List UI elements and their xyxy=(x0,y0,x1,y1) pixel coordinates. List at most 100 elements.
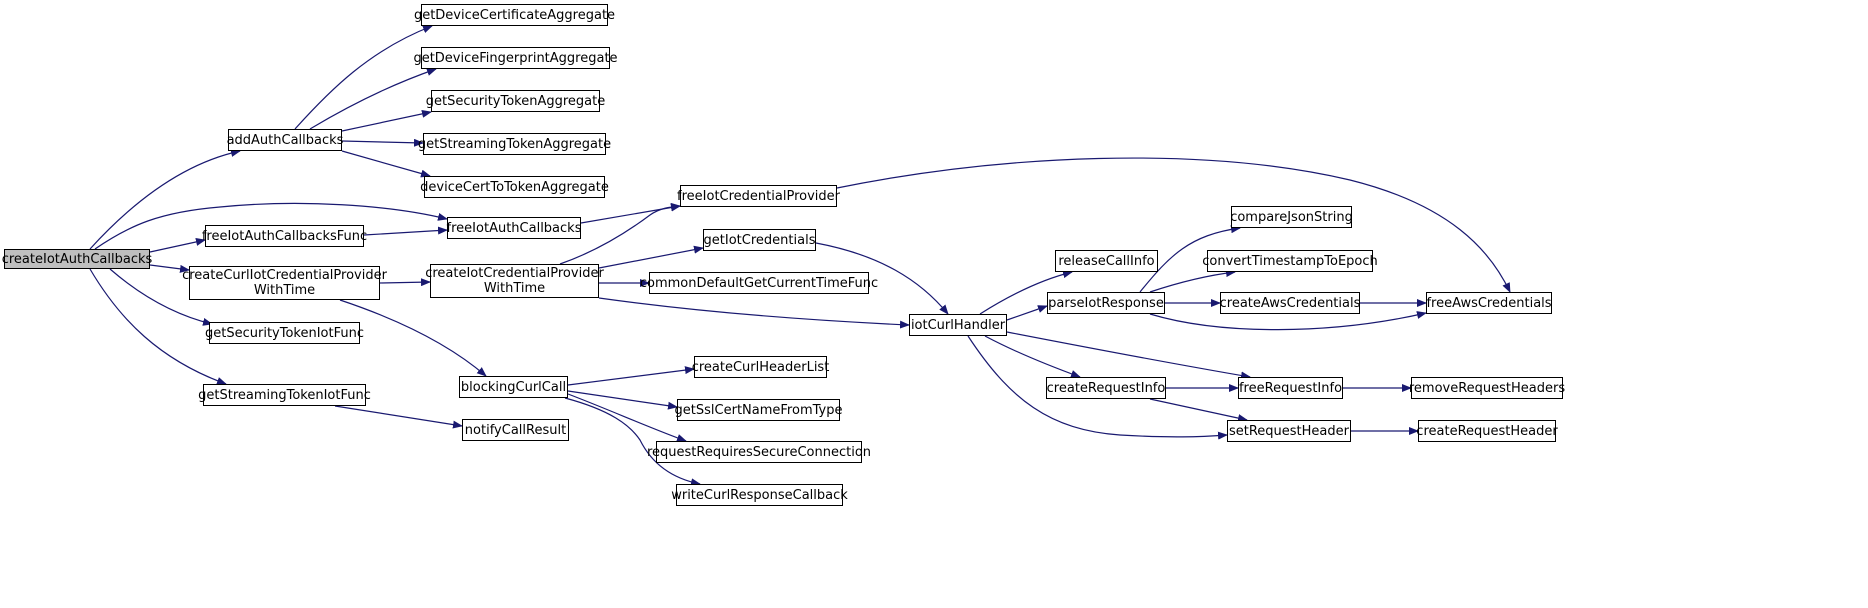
edge-createIotAuthCallbacks-to-getStreamingTokenIotFunc xyxy=(89,268,227,385)
node-createRequestInfo[interactable]: createRequestInfo xyxy=(1046,377,1166,399)
node-label: notifyCallResult xyxy=(464,422,567,438)
node-label-line2: WithTime xyxy=(483,281,546,296)
node-label: createRequestInfo xyxy=(1046,380,1166,396)
node-label: iotCurlHandler xyxy=(910,317,1006,333)
node-getDeviceCertificateAggregate[interactable]: getDeviceCertificateAggregate xyxy=(414,4,615,26)
node-getStreamingTokenIotFunc[interactable]: getStreamingTokenIotFunc xyxy=(198,384,371,406)
edge-addAuthCallbacks-to-getDeviceFingerprintAggregate xyxy=(309,68,437,130)
edge-blockingCurlCall-to-getSslCertNameFromType xyxy=(567,390,678,410)
node-label: getDeviceFingerprintAggregate xyxy=(413,50,618,66)
edge-createIotAuthCallbacks-to-addAuthCallbacks xyxy=(89,149,241,250)
node-freeRequestInfo[interactable]: freeRequestInfo xyxy=(1238,377,1343,399)
node-label: createIotCredentialProvider xyxy=(425,266,604,281)
node-freeIotAuthCallbacks[interactable]: freeIotAuthCallbacks xyxy=(447,217,581,239)
node-getSecurityTokenIotFunc[interactable]: getSecurityTokenIotFunc xyxy=(205,322,364,344)
edge-addAuthCallbacks-to-getSecurityTokenAggregate xyxy=(341,109,432,132)
edge-createIotAuthCallbacks-to-createCurlIotCredentialProviderWithTime xyxy=(149,264,190,273)
node-notifyCallResult[interactable]: notifyCallResult xyxy=(462,419,569,441)
edge-parseIotResponse-to-freeAwsCredentials xyxy=(1149,311,1427,331)
edge-iotCurlHandler-to-freeRequestInfo xyxy=(1006,331,1251,380)
edge-parseIotResponse-to-compareJsonString xyxy=(1139,225,1241,293)
node-setRequestHeader[interactable]: setRequestHeader xyxy=(1227,420,1351,442)
node-label: freeAwsCredentials xyxy=(1426,295,1552,311)
node-label: setRequestHeader xyxy=(1228,423,1349,439)
node-writeCurlResponseCallback[interactable]: writeCurlResponseCallback xyxy=(671,484,848,506)
node-removeRequestHeaders[interactable]: removeRequestHeaders xyxy=(1408,377,1566,399)
node-label-line2: WithTime xyxy=(253,283,316,298)
edge-createRequestInfo-to-setRequestHeader xyxy=(1149,398,1248,423)
node-iotCurlHandler[interactable]: iotCurlHandler xyxy=(909,314,1007,336)
node-label: getStreamingTokenAggregate xyxy=(417,136,612,152)
node-createIotAuthCallbacks[interactable]: createIotAuthCallbacks xyxy=(1,249,153,269)
node-getIotCredentials[interactable]: getIotCredentials xyxy=(703,229,816,251)
node-label: getIotCredentials xyxy=(703,232,816,248)
node-label: createIotAuthCallbacks xyxy=(1,251,153,267)
node-getDeviceFingerprintAggregate[interactable]: getDeviceFingerprintAggregate xyxy=(413,47,618,69)
node-label: deviceCertToTokenAggregate xyxy=(420,179,609,195)
node-freeAwsCredentials[interactable]: freeAwsCredentials xyxy=(1426,292,1552,314)
node-label: createRequestHeader xyxy=(1416,423,1558,439)
edge-createIotCredentialProviderWithTime-to-freeIotCredentialProvider xyxy=(559,202,681,265)
node-label: blockingCurlCall xyxy=(460,379,567,395)
edge-freeIotAuthCallbacksFunc-to-freeIotAuthCallbacks xyxy=(363,226,448,236)
edge-iotCurlHandler-to-releaseCallInfo xyxy=(979,270,1073,315)
node-label: compareJsonString xyxy=(1230,209,1353,225)
edge-iotCurlHandler-to-setRequestHeader xyxy=(967,335,1228,440)
node-releaseCallInfo[interactable]: releaseCallInfo xyxy=(1055,250,1158,272)
node-createAwsCredentials[interactable]: createAwsCredentials xyxy=(1220,292,1360,314)
edge-getIotCredentials-to-iotCurlHandler xyxy=(815,242,949,315)
node-freeIotAuthCallbacksFunc[interactable]: freeIotAuthCallbacksFunc xyxy=(201,225,368,247)
node-freeIotCredentialProvider[interactable]: freeIotCredentialProvider xyxy=(677,185,840,207)
node-label: getDeviceCertificateAggregate xyxy=(413,7,616,23)
node-label: freeIotAuthCallbacksFunc xyxy=(201,228,368,244)
node-createRequestHeader[interactable]: createRequestHeader xyxy=(1416,420,1558,442)
edge-iotCurlHandler-to-parseIotResponse xyxy=(1006,305,1048,321)
node-convertTimestampToEpoch[interactable]: convertTimestampToEpoch xyxy=(1202,250,1378,272)
node-compareJsonString[interactable]: compareJsonString xyxy=(1230,206,1353,228)
edge-blockingCurlCall-to-writeCurlResponseCallback xyxy=(564,397,701,487)
node-label: commonDefaultGetCurrentTimeFunc xyxy=(639,275,879,291)
node-label: removeRequestHeaders xyxy=(1408,380,1566,396)
edge-blockingCurlCall-to-requestRequiresSecureConnection xyxy=(567,393,687,442)
node-getSslCertNameFromType[interactable]: getSslCertNameFromType xyxy=(674,399,843,421)
edge-createCurlIotCredentialProviderWithTime-to-createIotCredentialProviderWithTime xyxy=(379,278,431,287)
node-createCurlHeaderList[interactable]: createCurlHeaderList xyxy=(691,356,830,378)
node-label: getSecurityTokenIotFunc xyxy=(205,325,364,341)
edge-createIotAuthCallbacks-to-freeIotAuthCallbacks xyxy=(94,202,448,250)
node-addAuthCallbacks[interactable]: addAuthCallbacks xyxy=(226,129,344,151)
edge-createIotCredentialProviderWithTime-to-iotCurlHandler xyxy=(598,297,910,329)
edge-addAuthCallbacks-to-deviceCertToTokenAggregate xyxy=(341,150,431,178)
edge-createIotCredentialProviderWithTime-to-getIotCredentials xyxy=(598,245,704,269)
node-label: writeCurlResponseCallback xyxy=(671,487,848,503)
edge-createCurlIotCredentialProviderWithTime-to-blockingCurlCall xyxy=(339,299,487,377)
edge-layer xyxy=(89,25,1511,487)
node-label: releaseCallInfo xyxy=(1058,253,1155,269)
node-label: requestRequiresSecureConnection xyxy=(646,444,872,460)
node-label: getSecurityTokenAggregate xyxy=(425,93,606,109)
edge-iotCurlHandler-to-createRequestInfo xyxy=(984,335,1081,378)
node-label: parseIotResponse xyxy=(1048,295,1164,311)
node-requestRequiresSecureConnection[interactable]: requestRequiresSecureConnection xyxy=(647,441,871,463)
edge-blockingCurlCall-to-createCurlHeaderList xyxy=(567,366,695,386)
node-getSecurityTokenAggregate[interactable]: getSecurityTokenAggregate xyxy=(426,90,605,112)
node-label: createCurlIotCredentialProvider xyxy=(182,268,387,283)
node-label: createAwsCredentials xyxy=(1219,295,1361,311)
edge-parseIotResponse-to-convertTimestampToEpoch xyxy=(1149,269,1236,293)
node-label: addAuthCallbacks xyxy=(226,132,344,148)
node-commonDefaultGetCurrentTimeFunc[interactable]: commonDefaultGetCurrentTimeFunc xyxy=(640,272,878,294)
edge-createIotAuthCallbacks-to-getSecurityTokenIotFunc xyxy=(109,268,213,326)
node-blockingCurlCall[interactable]: blockingCurlCall xyxy=(459,376,568,398)
node-getStreamingTokenAggregate[interactable]: getStreamingTokenAggregate xyxy=(418,133,611,155)
edge-addAuthCallbacks-to-getStreamingTokenAggregate xyxy=(341,138,424,147)
node-label: freeRequestInfo xyxy=(1238,380,1343,396)
node-parseIotResponse[interactable]: parseIotResponse xyxy=(1047,292,1165,314)
node-label: freeIotCredentialProvider xyxy=(677,188,840,204)
node-label: getStreamingTokenIotFunc xyxy=(198,387,371,403)
edge-createIotAuthCallbacks-to-freeIotAuthCallbacksFunc xyxy=(149,238,206,253)
node-label: createCurlHeaderList xyxy=(691,359,830,375)
node-label: getSslCertNameFromType xyxy=(674,402,843,418)
node-deviceCertToTokenAggregate[interactable]: deviceCertToTokenAggregate xyxy=(420,176,609,198)
